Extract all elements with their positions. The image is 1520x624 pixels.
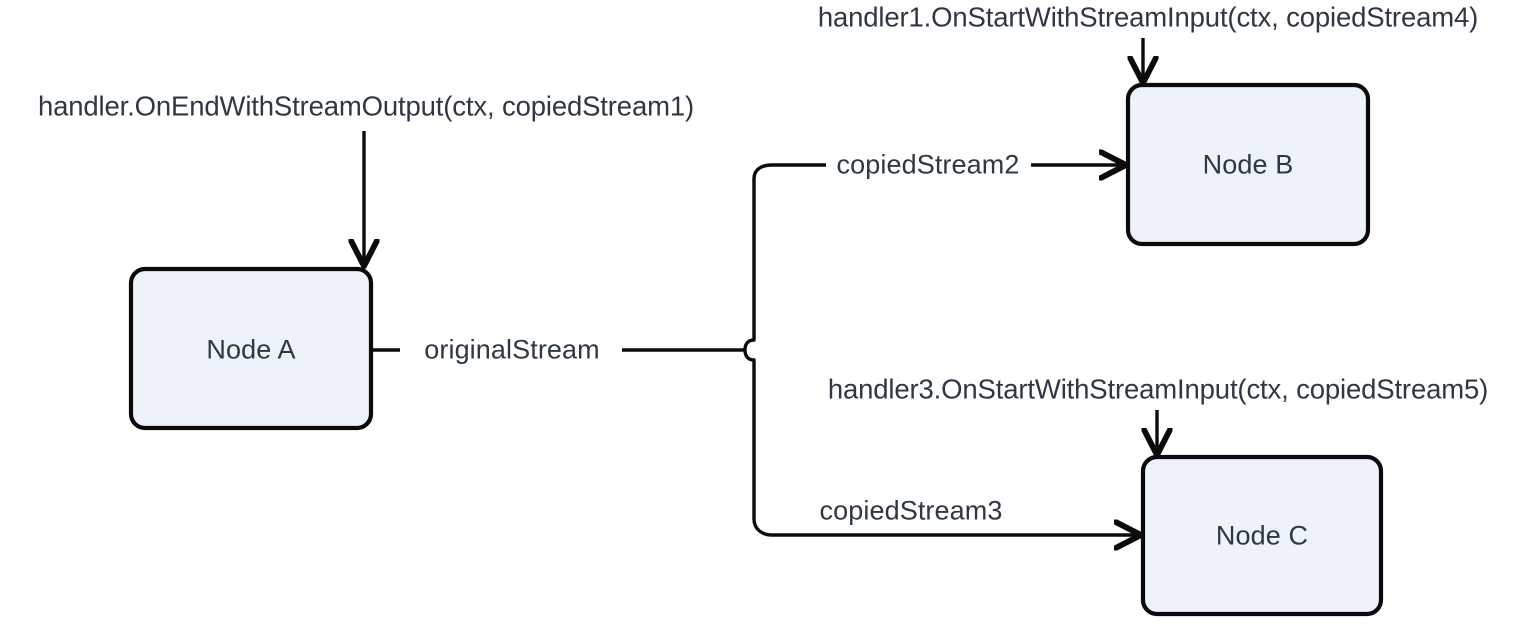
- edge-label-original-stream: originalStream: [417, 336, 607, 364]
- handler-label-handler1-start-input: handler1.OnStartWithStreamInput(ctx, cop…: [817, 1, 1479, 33]
- edge-label-copied-stream-2: copiedStream2: [829, 151, 1027, 179]
- node-a-label: Node A: [206, 334, 296, 365]
- handler-label-handler3-start-input: handler3.OnStartWithStreamInput(ctx, cop…: [827, 373, 1489, 405]
- handler-label-end-output: handler.OnEndWithStreamOutput(ctx, copie…: [37, 90, 695, 122]
- edge-fork-upper-branch: [743, 163, 826, 351]
- node-b-label: Node B: [1202, 149, 1294, 180]
- arrow-fork-lower-branch-to-node-c: [743, 349, 1139, 535]
- edge-label-copied-stream-3: copiedStream3: [819, 495, 1003, 526]
- node-c-label: Node C: [1215, 520, 1309, 551]
